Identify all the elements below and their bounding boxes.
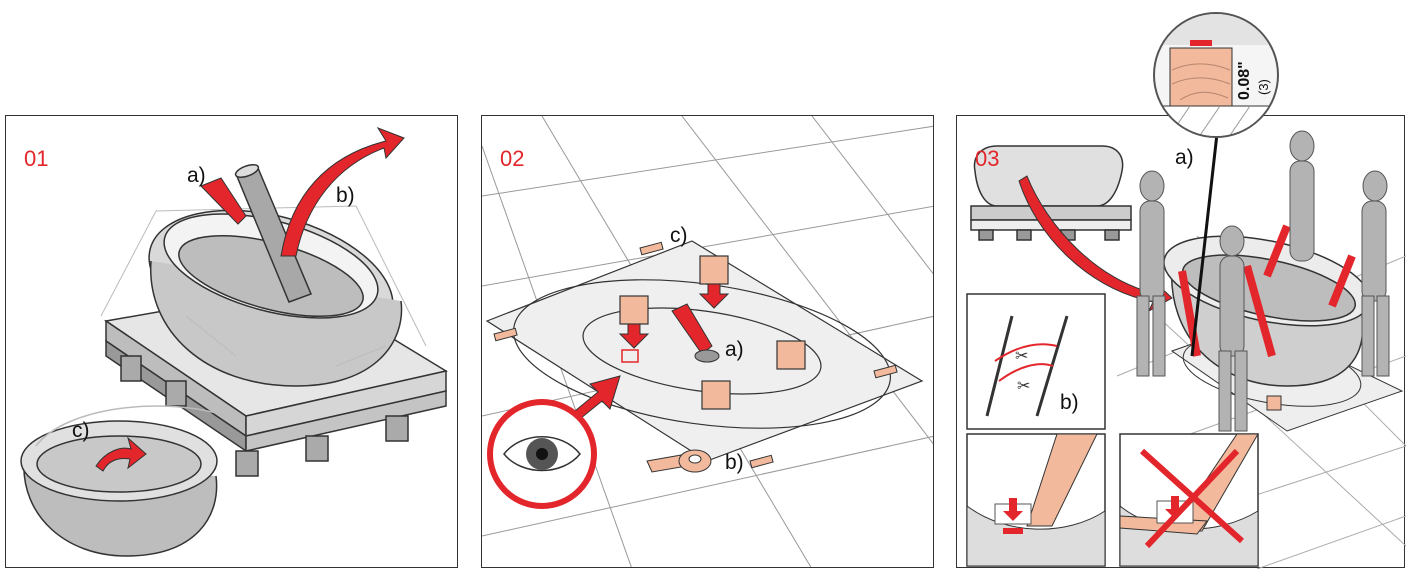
workers [1136,130,1390,432]
lift-arrow [280,127,405,257]
scissors-icon: ✂ [1017,378,1030,395]
step-number: 01 [24,146,49,171]
template-illustration [482,116,933,567]
correct-placement-detail [966,433,1106,567]
metric-label: (3) [1256,79,1271,95]
placement-arrows [618,283,730,349]
knife-icon [200,177,247,225]
panel-step-03: ✂ ✂ 03 a) b) [956,115,1406,569]
panel-step-01: 01 a) b) c) [5,115,458,568]
glue-tube [671,303,720,363]
remove-wrap-arrow [95,436,147,472]
label-c: c) [72,419,90,442]
scissors-icon: ✂ [1015,348,1028,365]
incorrect-placement-detail [1119,433,1259,567]
wood-blocks [619,255,806,410]
tape-strips [493,241,898,469]
strap-cut-detail: ✂ ✂ [966,293,1106,430]
label-b: b) [725,451,744,474]
label-a: a) [725,338,744,361]
step-number: 03 [975,146,1000,171]
unpacking-illustration [20,127,448,557]
eye-callout [487,375,621,509]
step-number: 02 [500,146,525,171]
cross-icon [1139,448,1245,549]
label-a: a) [1175,146,1194,169]
label-a: a) [187,164,206,187]
label-b: b) [336,184,355,207]
dimension-label: 0.08" [1236,61,1253,100]
placement-illustration: ✂ ✂ [966,116,1406,569]
protective-tube [234,164,312,303]
tape-roll [646,449,712,473]
label-c: c) [670,224,688,247]
target-marker [621,349,639,363]
spacing-detail-callout [1153,12,1279,138]
wood-block [1169,47,1233,107]
bathtub [148,209,403,387]
wrapped-tub [20,405,227,557]
detail-pointer [1190,116,1221,357]
panel-step-02: 02 a) b) c) [481,115,934,568]
wood-block [1266,395,1282,411]
label-b: b) [1060,391,1079,414]
